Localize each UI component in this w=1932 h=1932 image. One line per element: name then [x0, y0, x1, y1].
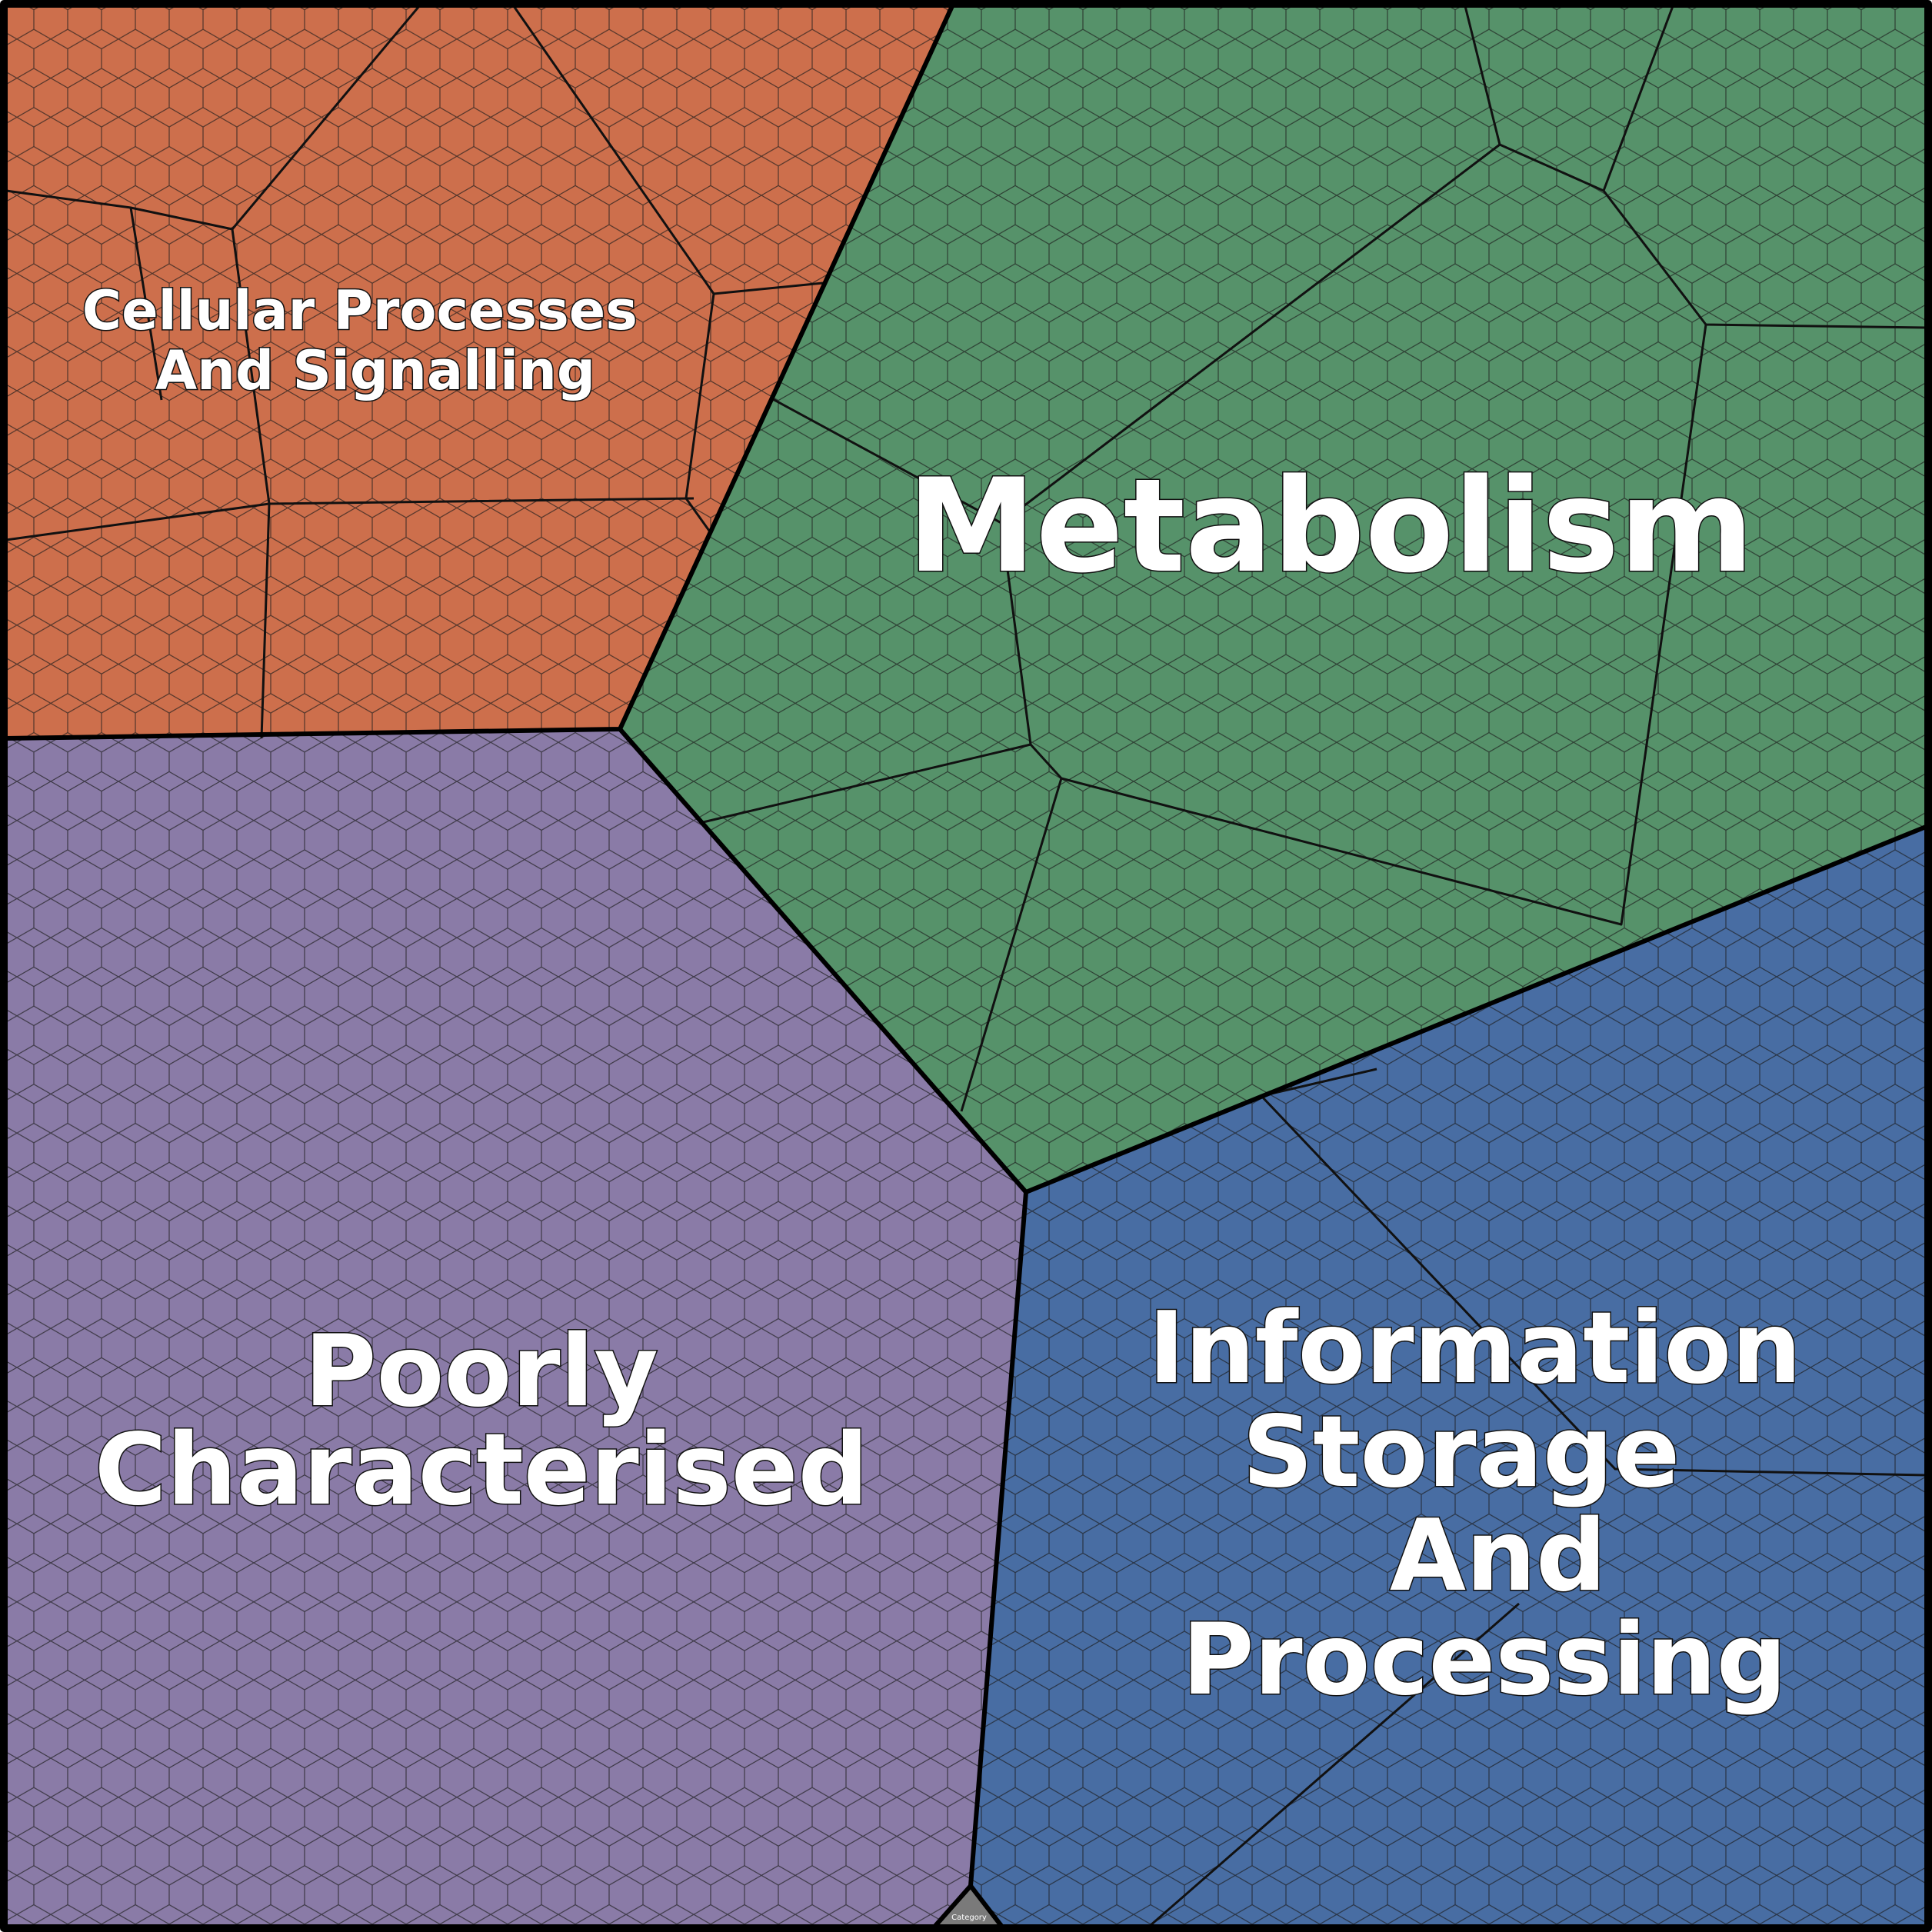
subcell-border: [685, 293, 715, 531]
label-category: Category: [951, 1914, 987, 1922]
subcell-border: [5, 502, 271, 739]
label-line: Poorly: [305, 1314, 658, 1429]
label-line: Characterised: [95, 1413, 868, 1527]
hex-texture-information: [971, 827, 1926, 1926]
hex-texture-metabolism: [620, 6, 1926, 1192]
boundary-line: [933, 1884, 1004, 1927]
subcell-border: [1029, 324, 1707, 926]
label-line: Cellular Processes: [82, 279, 638, 342]
subcell-border: [771, 143, 1927, 525]
hex-texture-cellular: [6, 6, 952, 738]
label-line: Information: [1148, 1291, 1801, 1406]
subcell-border: [1464, 5, 1501, 145]
subcell-border: [231, 5, 421, 230]
subcell-border: [960, 778, 1063, 1112]
boundary-line: [968, 1191, 1028, 1887]
subcell-border: [1602, 5, 1674, 192]
cell-category: [935, 1886, 1001, 1926]
labels-layer: Cellular Processes And Signalling Metabo…: [81, 278, 1836, 1923]
subcell-border: [1260, 1094, 1927, 1477]
subcell-borders: [5, 5, 1927, 1927]
label-line: And Signalling: [155, 339, 595, 402]
subcell-border: [1149, 1602, 1520, 1927]
subcell-border: [129, 207, 163, 401]
hex-texture-poorly: [6, 729, 1026, 1926]
label-line: Processing: [1182, 1603, 1787, 1717]
label-line: And: [1390, 1499, 1607, 1614]
label-metabolism: Metabolism: [908, 451, 1754, 601]
label-cellular-processes: Cellular Processes And Signalling: [82, 279, 657, 402]
hex-texture-layer: [6, 6, 1926, 1926]
label-information-storage: Information Storage And Processing: [1148, 1291, 1836, 1717]
label-poorly-characterised: Poorly Characterised: [95, 1314, 868, 1527]
label-line: Storage: [1242, 1395, 1680, 1510]
subcell-border: [1261, 1068, 1377, 1098]
